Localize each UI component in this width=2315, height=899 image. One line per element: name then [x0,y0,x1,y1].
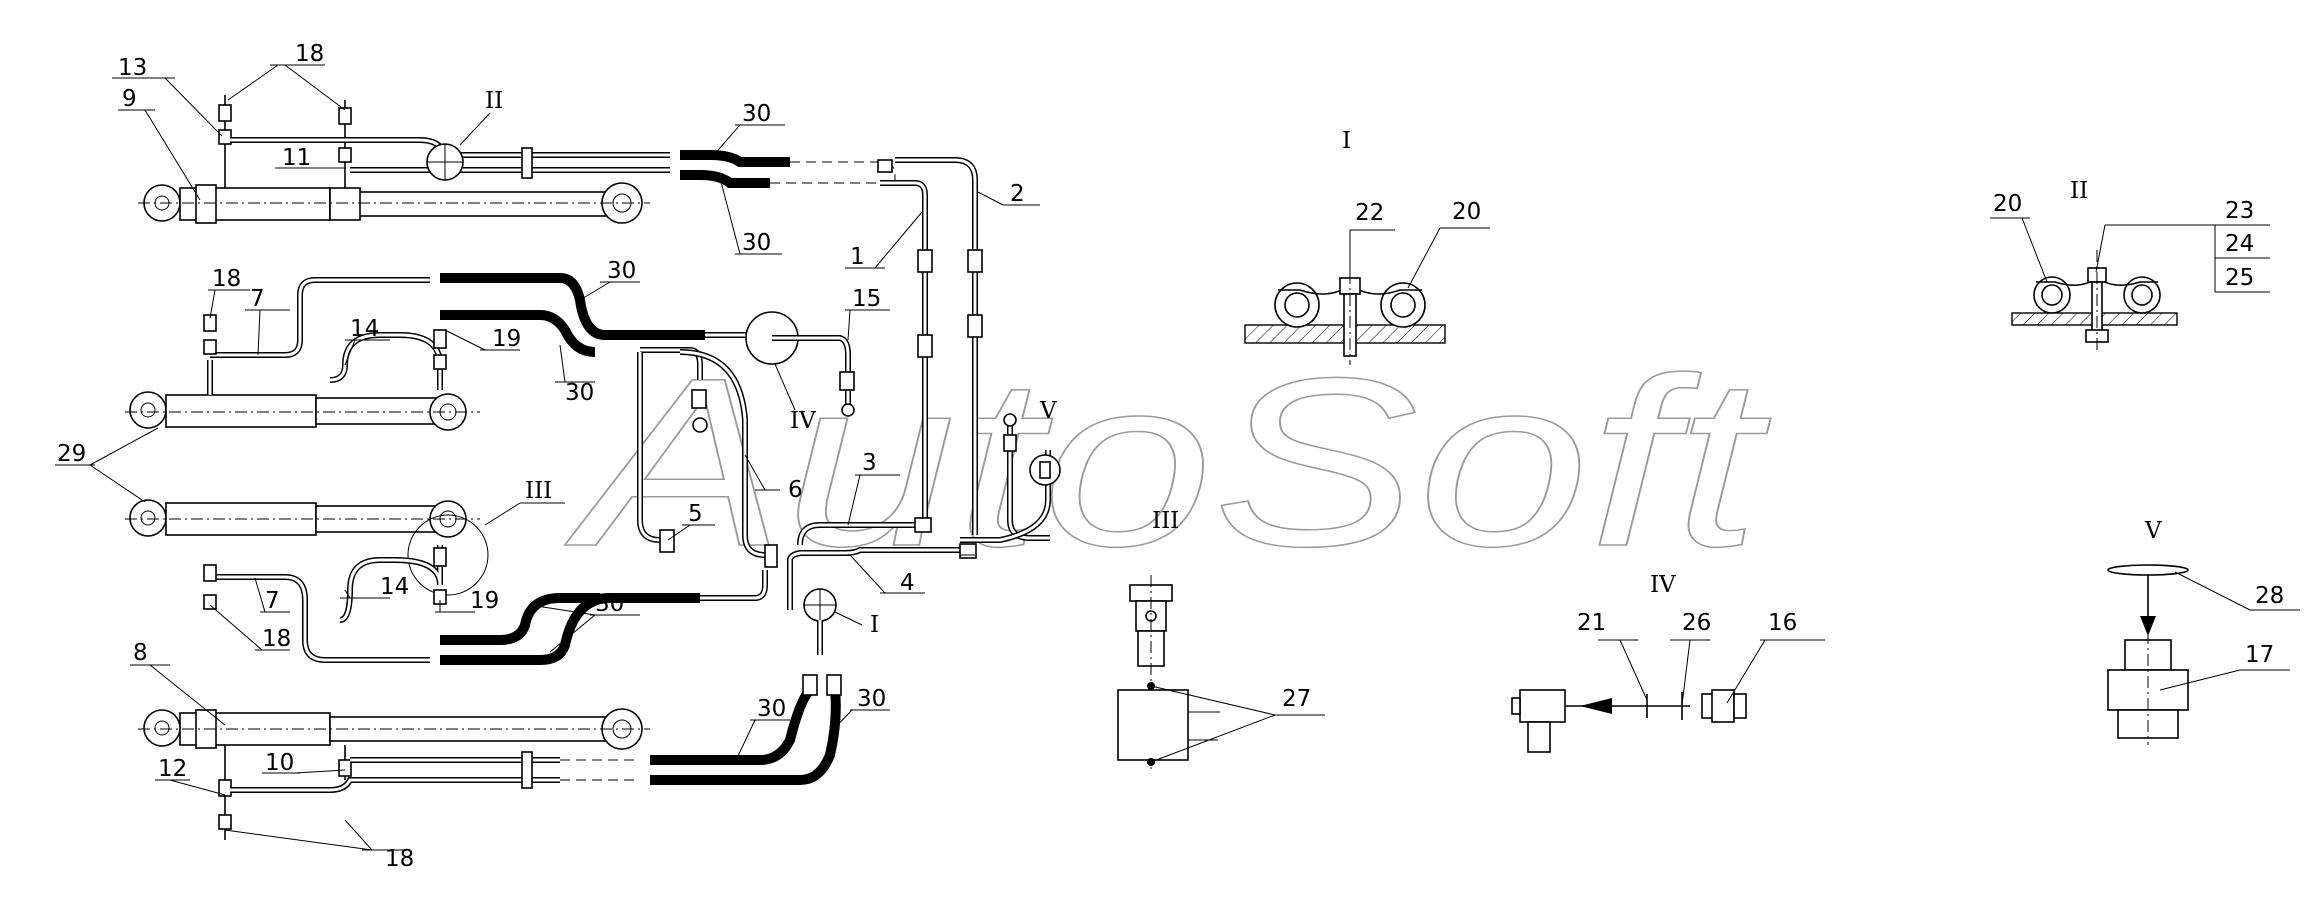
detail-I-title: I [1342,128,1351,154]
detail-IV-title: IV [1650,572,1676,598]
cylinder-mid-a [125,391,480,431]
marker-IV: IV [790,408,816,434]
callout-8: 8 [133,640,148,666]
callout-29: 29 [57,441,86,467]
callout-30: 30 [742,101,771,127]
callout-30: 30 [565,380,594,406]
callout-4: 4 [900,570,915,596]
callout-2: 2 [1010,181,1025,207]
callout-1: 1 [850,244,865,270]
callout-30: 30 [607,258,636,284]
callout-14: 14 [380,574,409,600]
callout-30: 30 [595,591,624,617]
callout-5: 5 [688,501,703,527]
callout-19: 19 [492,326,521,352]
detail-I: I 22 20 [1244,128,1490,365]
callout-11: 11 [282,145,311,171]
detail-I-label-20: 20 [1452,199,1481,225]
callout-30: 30 [742,230,771,256]
detail-II-label-20: 20 [1993,191,2022,217]
callout-7: 7 [265,588,280,614]
detail-IV: IV 21 26 16 [1511,572,1825,753]
callout-18: 18 [295,41,324,67]
cylinder-top [138,150,650,224]
detail-IV-label-26: 26 [1682,610,1711,636]
callout-18: 18 [385,846,414,872]
callout-13: 13 [118,55,147,81]
callout-labels: 13 18 9 11 30 2 30 1 18 7 30 14 19 15 30… [57,41,1025,872]
detail-markers: II III IV V I [459,88,1057,638]
detail-II-label-25: 25 [2225,265,2254,291]
marker-II: II [485,88,503,114]
detail-IV-label-16: 16 [1768,610,1797,636]
callout-19: 19 [470,588,499,614]
callout-18: 18 [212,266,241,292]
marker-III: III [525,478,552,504]
detail-III-title: III [1152,508,1179,534]
marker-I: I [870,612,879,638]
callout-10: 10 [265,750,294,776]
callout-7: 7 [250,286,265,312]
detail-V: V 28 17 [2107,518,2300,745]
callout-leaders [55,64,1040,851]
cylinder-mid-b [125,499,480,538]
marker-V: V [1039,398,1057,424]
cylinder-bottom [138,708,650,840]
callout-9: 9 [122,86,137,112]
detail-II-label-23: 23 [2225,198,2254,224]
callout-6: 6 [788,477,803,503]
detail-III: III 27 [1117,508,1325,770]
detail-I-label-22: 22 [1355,200,1384,226]
callout-30: 30 [757,696,786,722]
callout-14: 14 [350,316,379,342]
callout-18: 18 [262,626,291,652]
detail-II: II 20 23 24 25 [1990,178,2270,350]
detail-II-label-24: 24 [2225,231,2254,257]
callout-15: 15 [852,286,881,312]
callout-3: 3 [862,450,877,476]
callout-12: 12 [158,756,187,782]
detail-II-title: II [2070,178,2088,204]
detail-III-label-27: 27 [1282,686,1311,712]
callout-30: 30 [857,686,886,712]
detail-V-label-28: 28 [2255,583,2284,609]
detail-V-title: V [2144,518,2162,544]
detail-IV-label-21: 21 [1577,610,1606,636]
detail-V-label-17: 17 [2245,642,2274,668]
